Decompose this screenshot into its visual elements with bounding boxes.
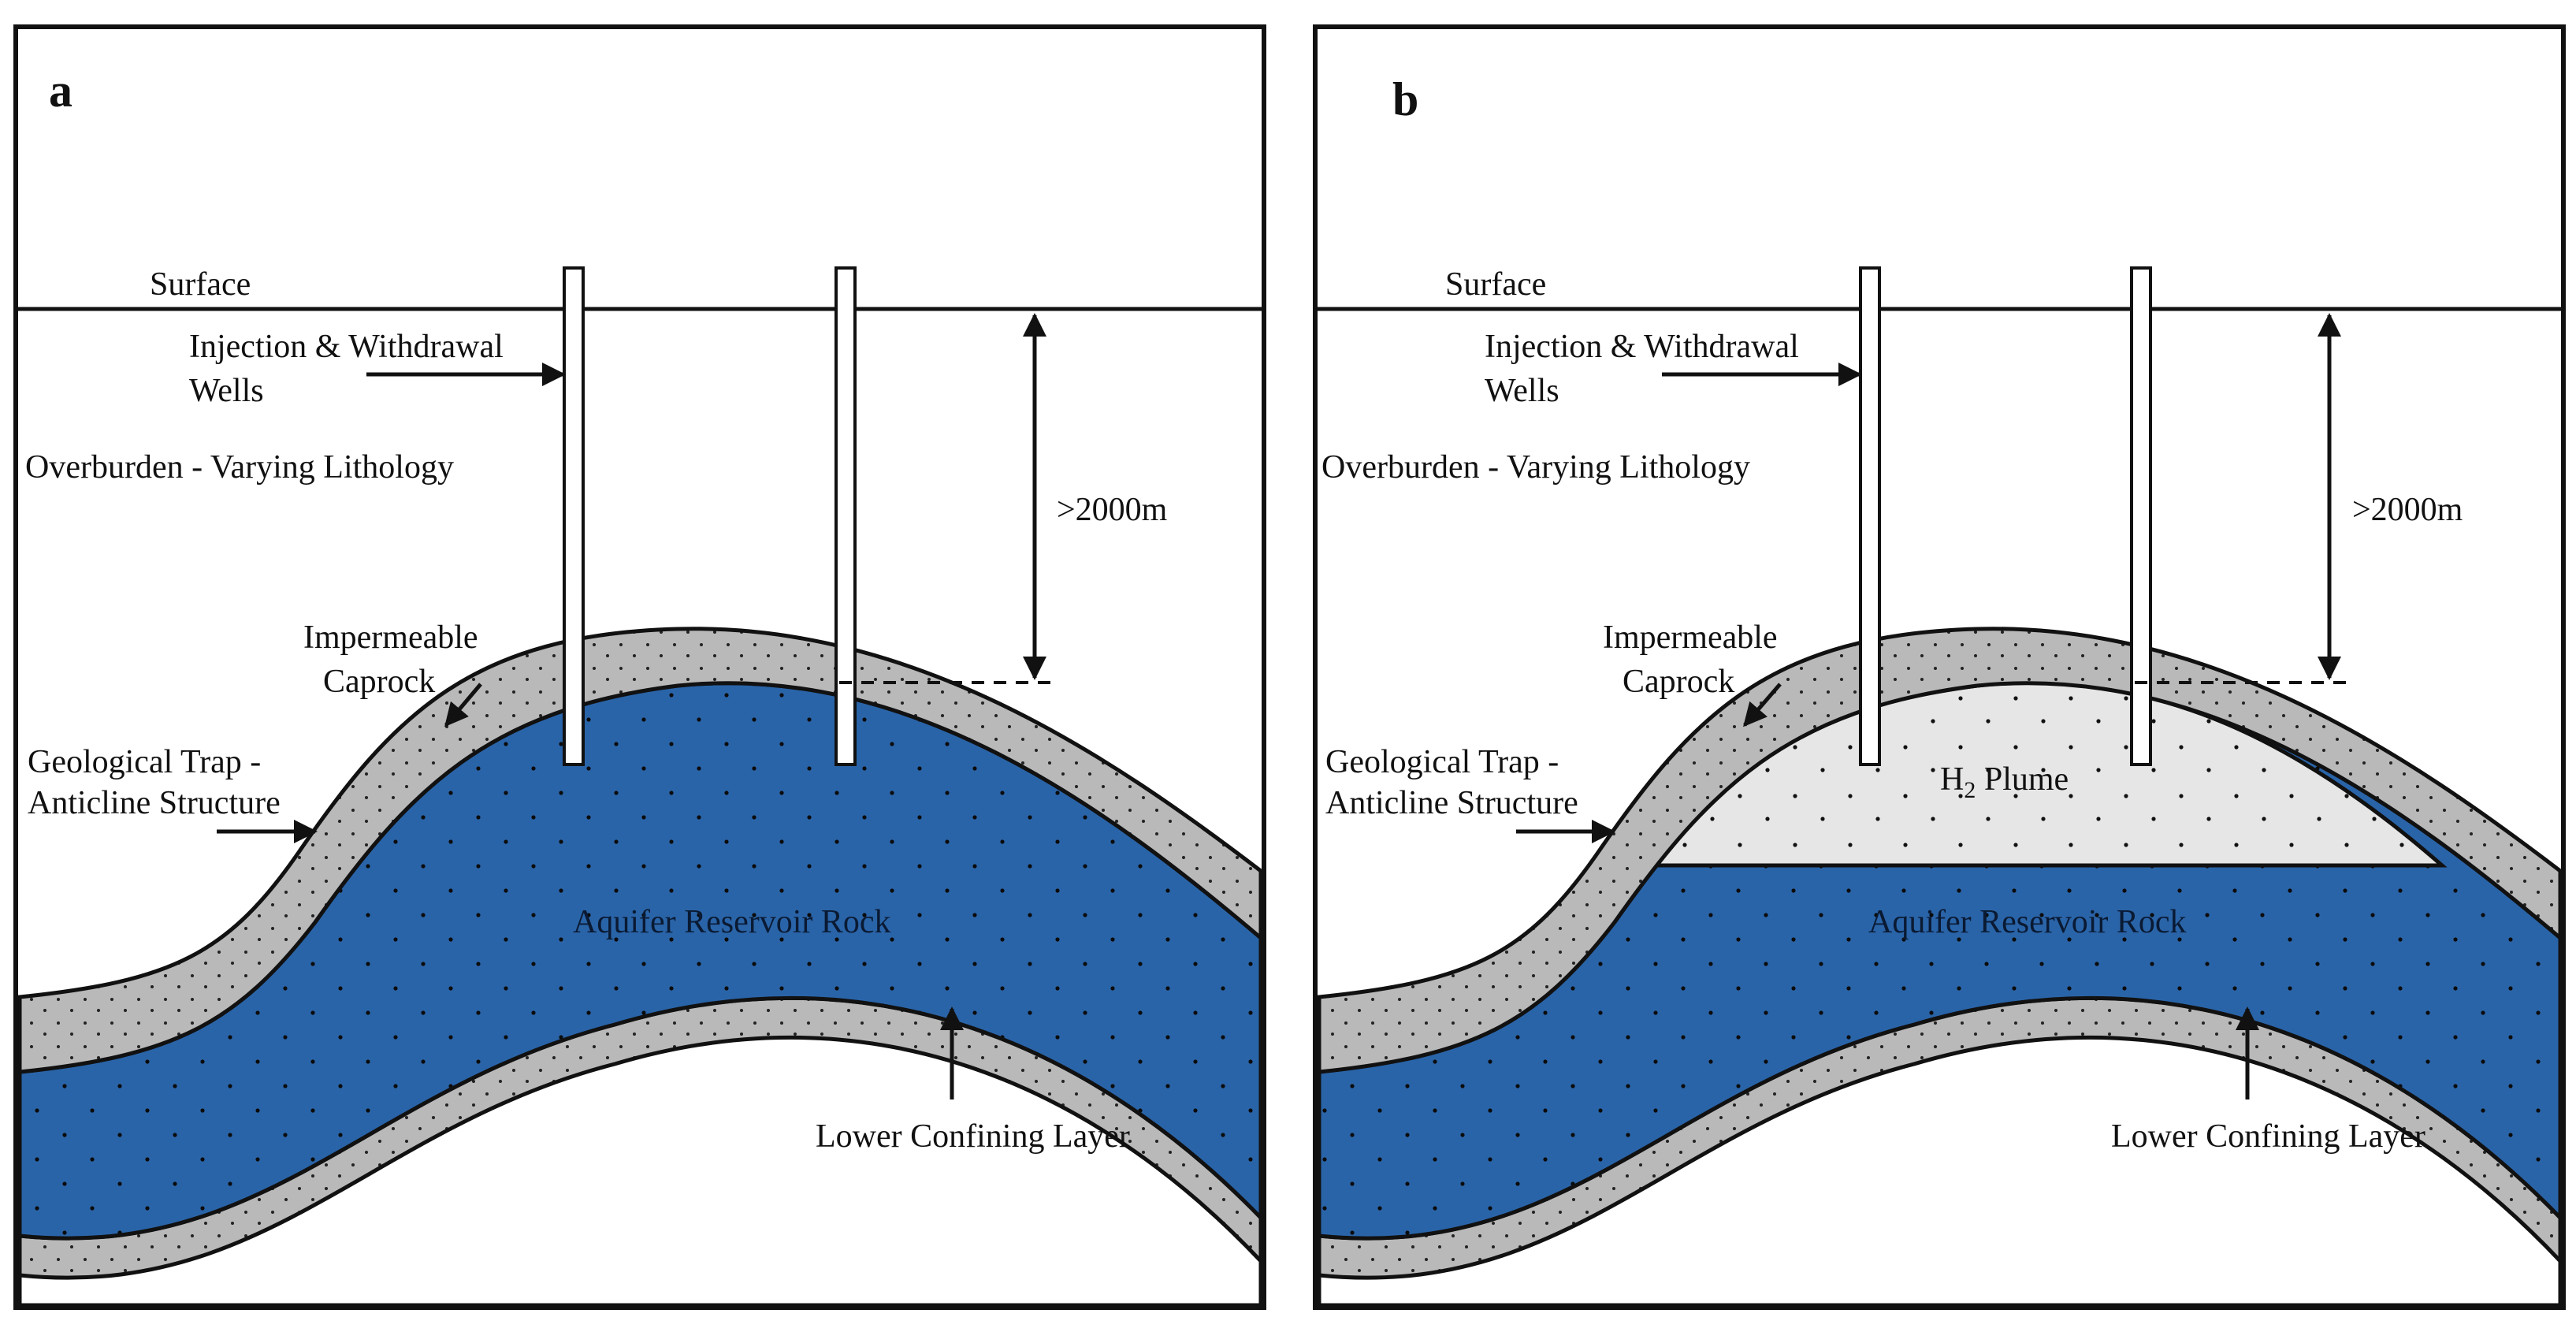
trap-label-line2: Anticline Structure [28,785,281,821]
aquifer-label: Aquifer Reservoir Rock [1868,904,2187,940]
panel-a: a Surface Injection & Withdrawal Wells O… [13,24,1266,1310]
geology-layers [1317,627,2563,1308]
trap-label-line1: Geological Trap - [1325,744,1559,780]
lower-confining-label: Lower Confining Layer [2111,1118,2425,1155]
depth-label: >2000m [1057,492,1168,528]
caprock-label-line1: Impermeable [1603,619,1778,656]
well-1 [563,266,585,766]
caprock-pointer-arrow [1743,683,1782,727]
lower-confining-label: Lower Confining Layer [816,1118,1130,1155]
trap-label-line1: Geological Trap - [28,744,261,780]
panel-b: b Surface Injection & Withdrawal Wells O… [1288,0,2576,1332]
h2-plume-label: H2 Plume [1940,761,2069,803]
trap-label-line2: Anticline Structure [1325,785,1578,821]
caprock [1317,627,2563,1074]
caprock-label-line2: Caprock [323,664,435,700]
aquifer-label: Aquifer Reservoir Rock [573,904,891,940]
well-2 [2130,266,2152,766]
well-1 [1859,266,1881,766]
plume-label-rest: Plume [1976,761,2069,798]
overburden-label: Overburden - Varying Lithology [1321,449,1750,486]
caprock-label-line2: Caprock [1623,664,1734,700]
wells-label-line1: Injection & Withdrawal [189,329,504,365]
panel-letter: a [49,65,72,117]
surface-label: Surface [150,266,251,303]
wells-label-line2: Wells [189,373,264,409]
well-2 [835,266,857,766]
plume-label-h: H [1940,761,1964,798]
depth-label: >2000m [2352,492,2463,528]
wells-label-line2: Wells [1485,373,1559,409]
plume-label-subscript: 2 [1964,777,1976,803]
overburden-label: Overburden - Varying Lithology [25,449,454,486]
caprock-pointer-arrow [444,683,482,727]
impermeable-caprock [17,627,1263,1074]
panel-letter: b [1392,73,1418,125]
wells-label-line1: Injection & Withdrawal [1485,329,1799,365]
caprock-label-line1: Impermeable [303,619,478,656]
surface-label: Surface [1445,266,1546,303]
